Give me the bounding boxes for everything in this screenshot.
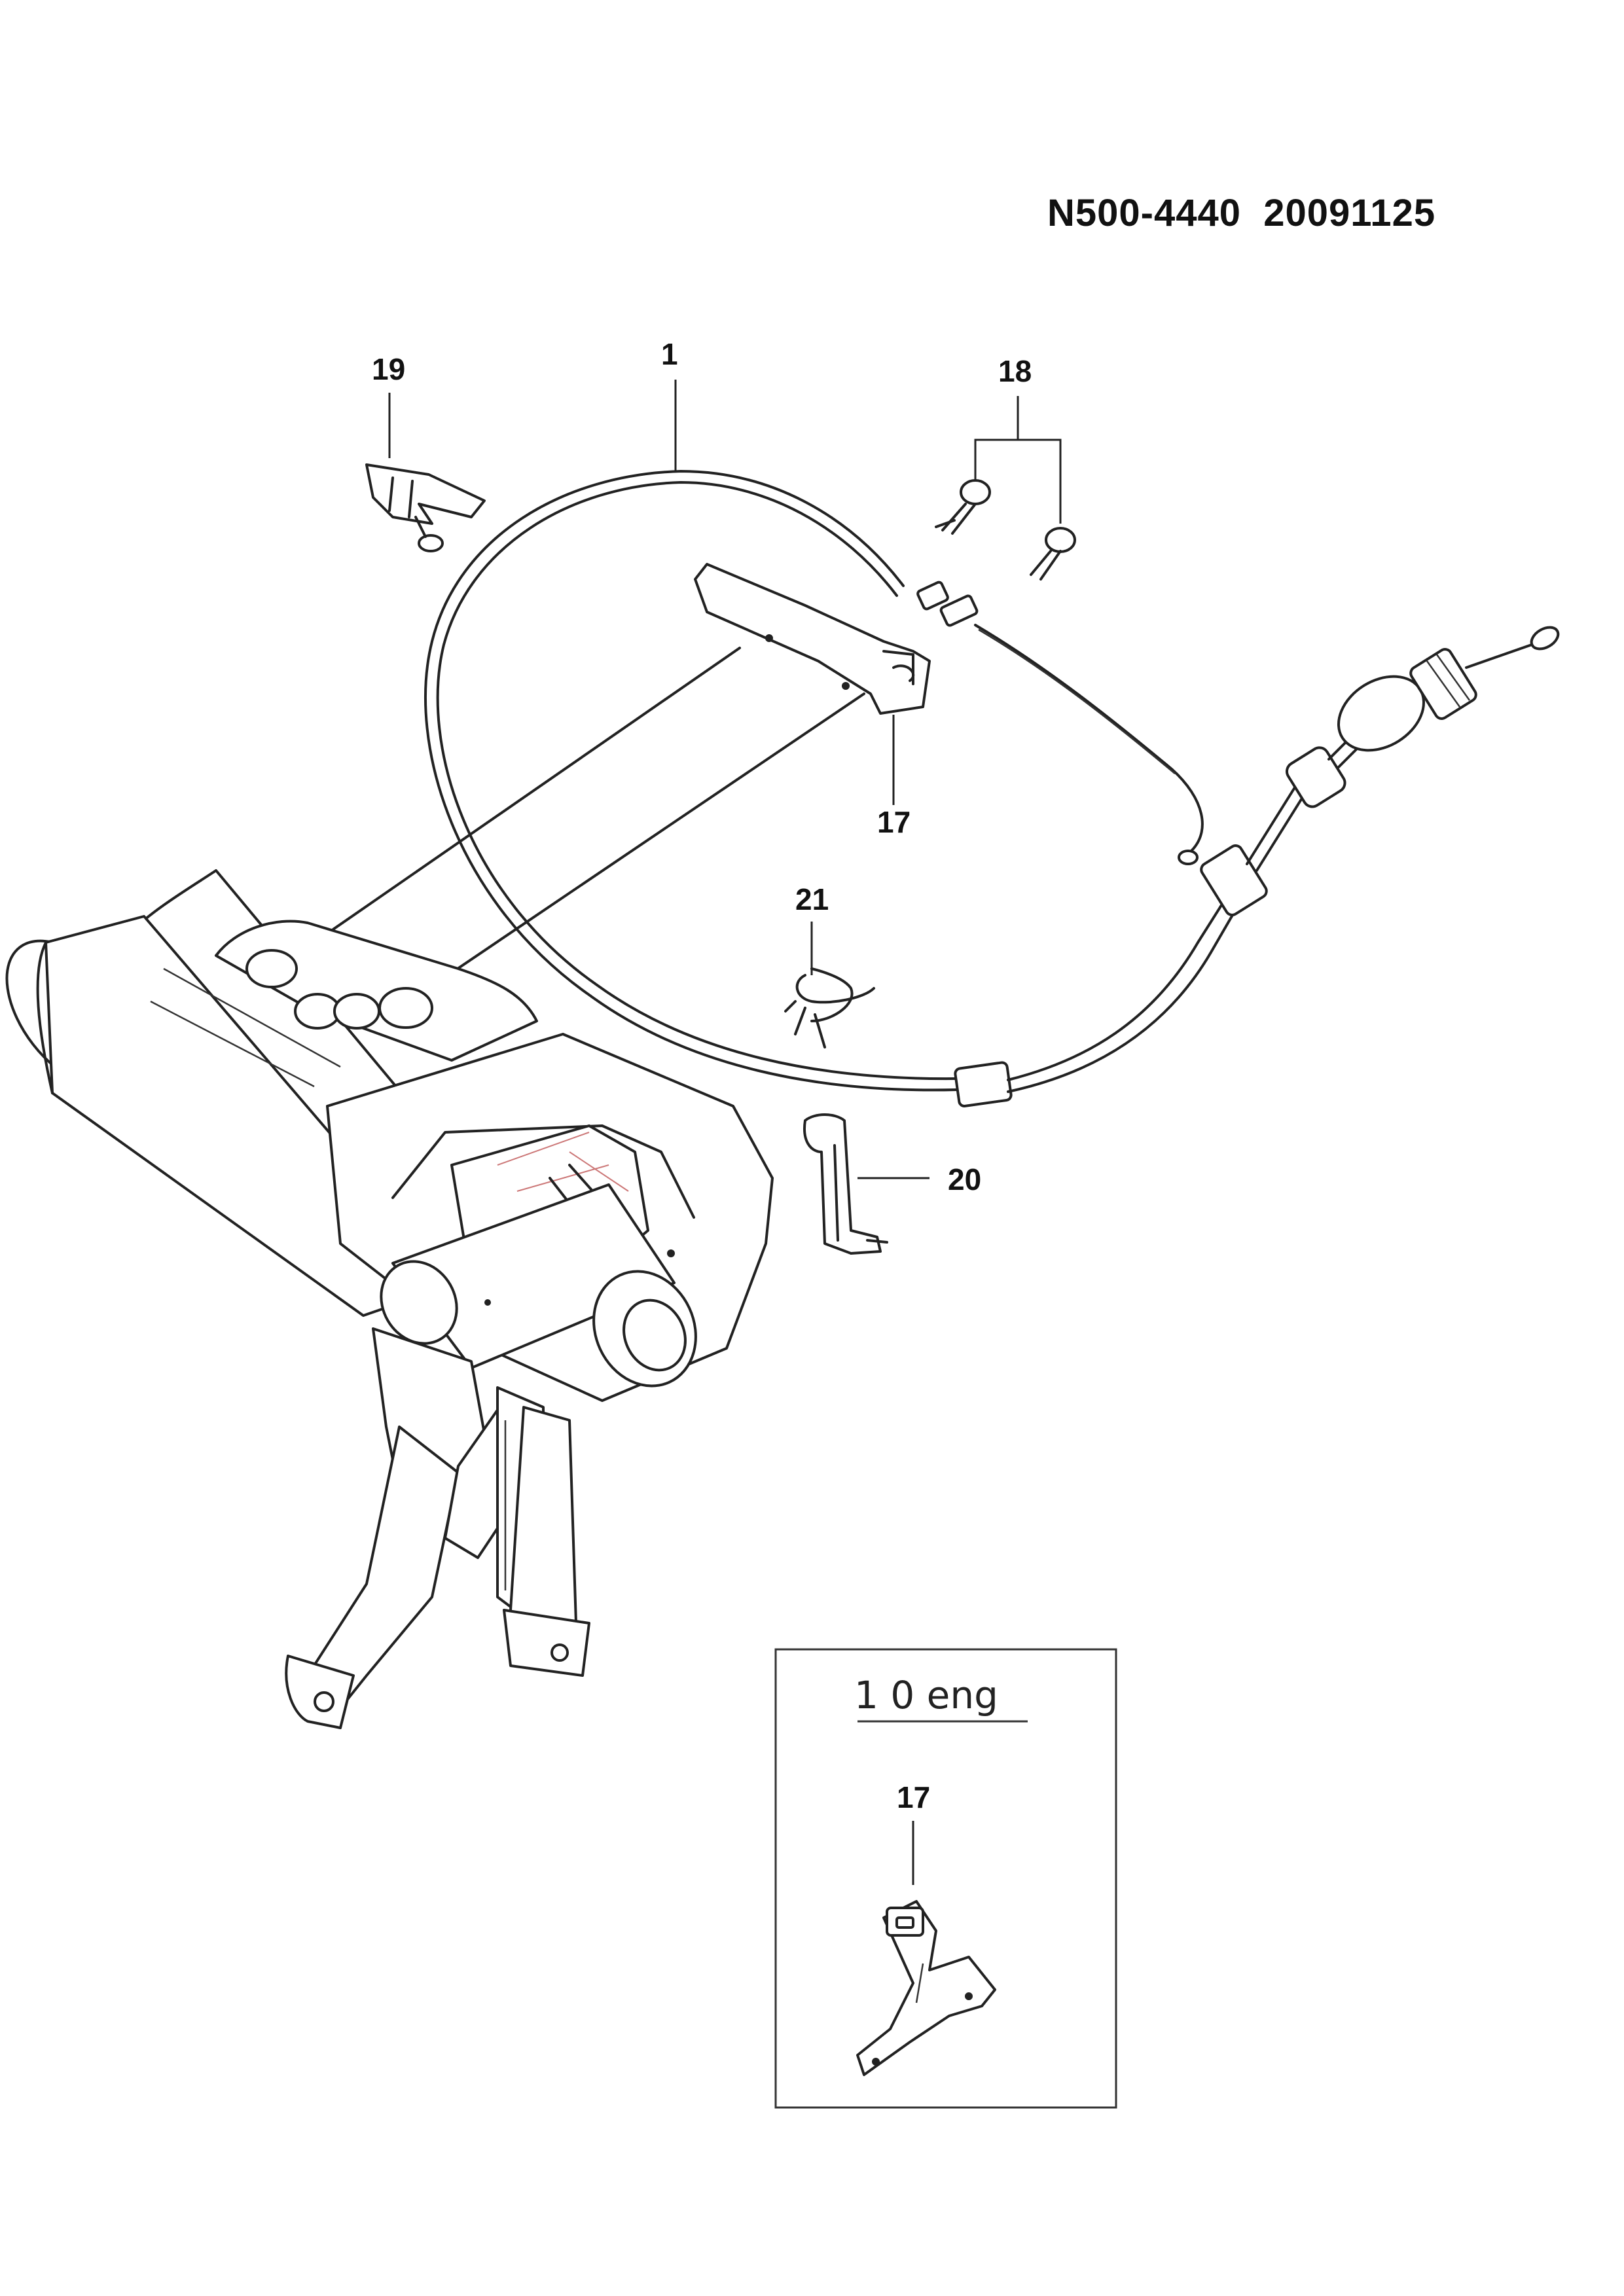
cable-assembly: [424, 470, 1560, 1107]
callout-20: 20: [948, 1162, 981, 1196]
document-code: N500-4440 20091125: [1047, 192, 1436, 234]
callout-19: 19: [372, 352, 405, 386]
callout-1: 1: [661, 337, 678, 371]
leader-18: [974, 439, 1062, 524]
inset-title: 1 0 eng: [854, 1673, 998, 1717]
pedal-assembly: [5, 647, 865, 1729]
bracket-part-17: [694, 563, 931, 715]
inset-panel: 1 0 eng 17: [774, 1648, 1117, 2109]
inset-bracket-part-17: [856, 1900, 996, 2076]
callout-21: 21: [795, 882, 829, 916]
clip-part-19: [365, 463, 486, 552]
inset-callout-17: 17: [897, 1780, 930, 1814]
spring-clip-part-21: [784, 967, 875, 1049]
bracket-part-20: [803, 1113, 888, 1255]
callout-18: 18: [998, 354, 1032, 388]
screw-pair: [935, 479, 1076, 581]
callout-17: 17: [877, 805, 911, 839]
